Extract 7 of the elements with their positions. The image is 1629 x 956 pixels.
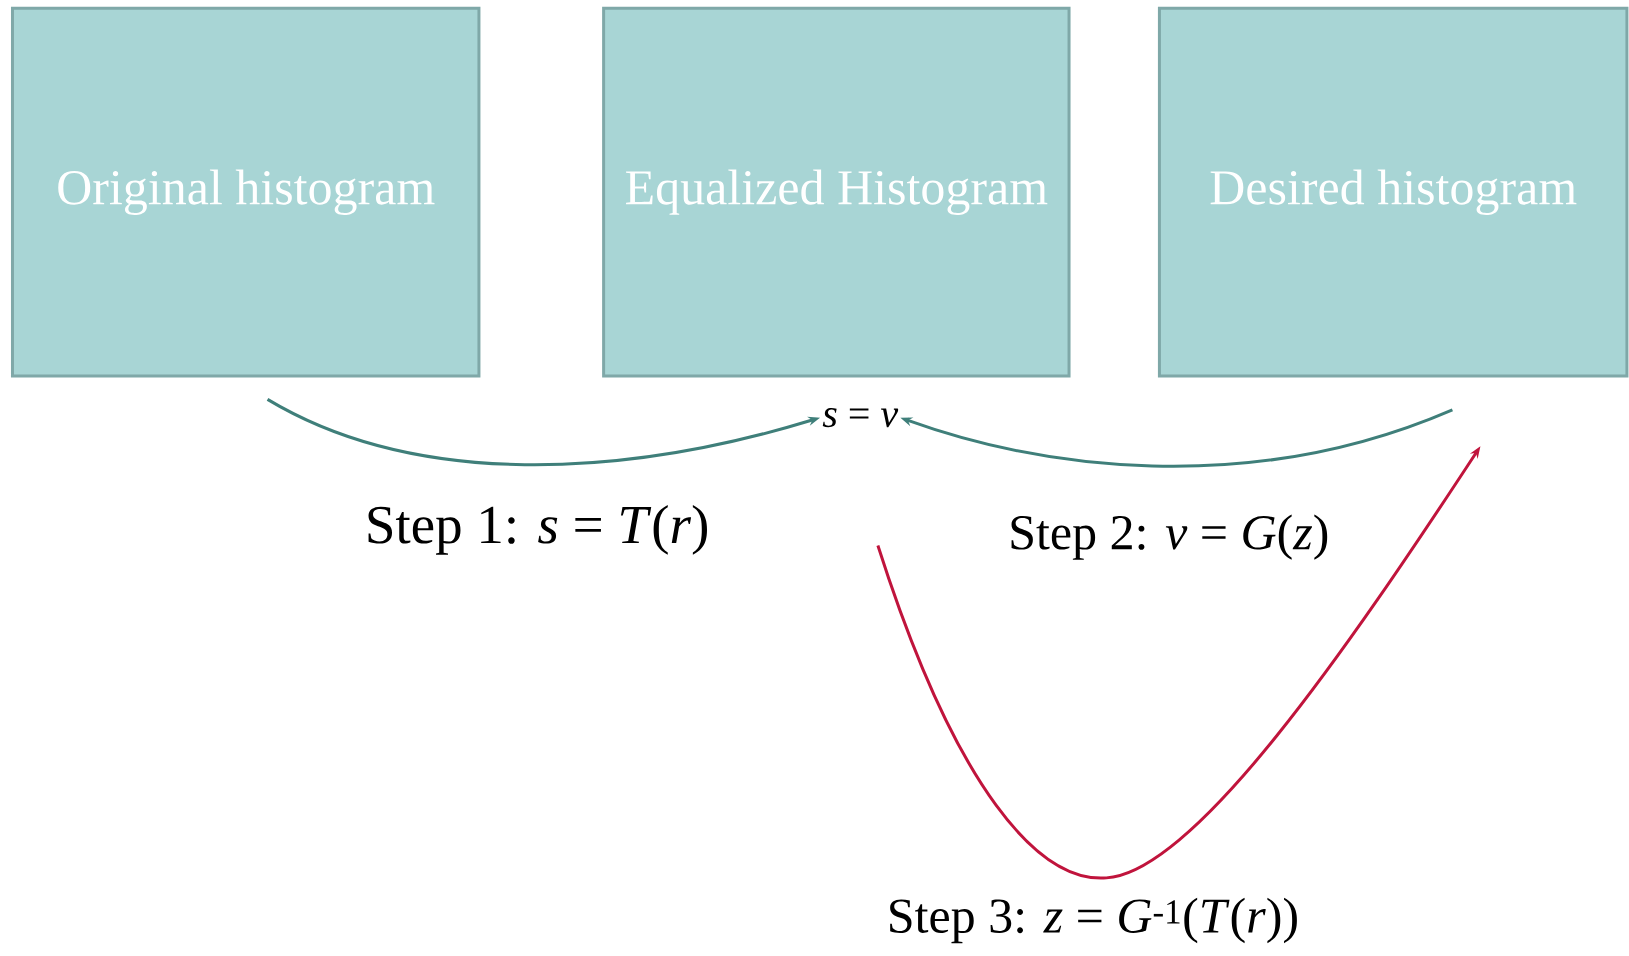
edge-label: Step 1: s = T(r) xyxy=(363,504,711,556)
histogram-box: Desired histogram xyxy=(1157,6,1629,378)
edge-label: Step 2: v = G(z) xyxy=(1007,513,1331,561)
histogram-box: Equalized Histogram xyxy=(602,6,1071,378)
equation-text: s = v xyxy=(822,408,899,428)
histogram-box: Original histogram xyxy=(10,6,481,378)
edge-label: Step 3: z = G$^{-1}$(T(r)) xyxy=(885,896,1301,945)
